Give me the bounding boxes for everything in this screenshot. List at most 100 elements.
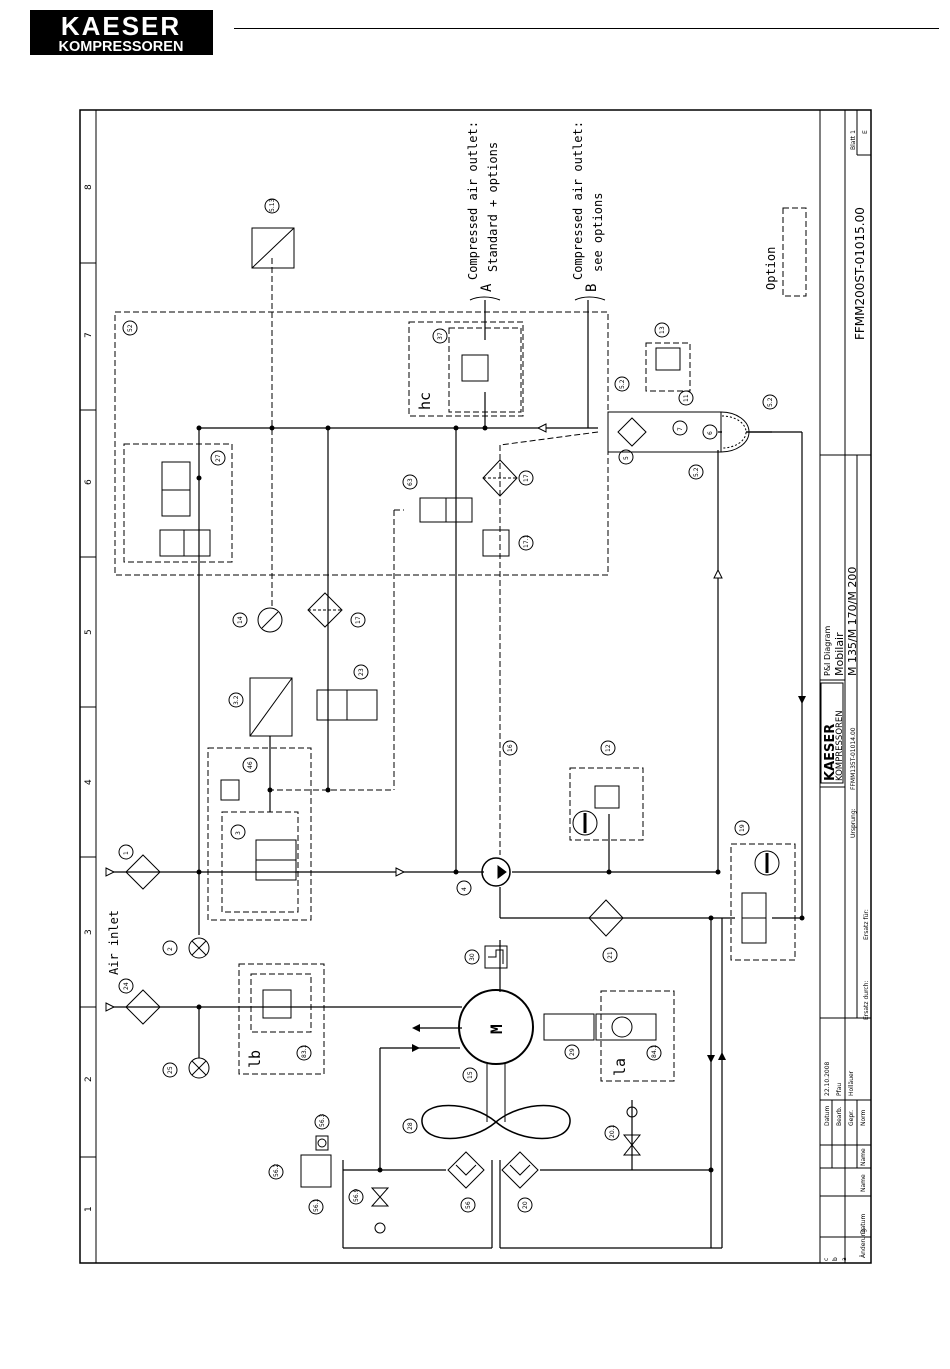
tb-rev-col-2: Datum	[860, 1214, 867, 1234]
motor-15	[458, 989, 534, 1065]
orifice-46	[220, 779, 240, 801]
bubble-6: 6	[702, 424, 718, 440]
svg-text:5: 5	[623, 456, 630, 460]
outlet-b-letter: B	[584, 284, 600, 292]
logo-line2: KOMPRESSOREN	[59, 39, 184, 55]
col-4: 4	[84, 779, 94, 785]
piping	[106, 300, 803, 1249]
tb-models: M 135/M 170/M 200	[846, 567, 859, 676]
cooler-56	[447, 1151, 485, 1189]
bubble-17a: 17	[350, 612, 366, 628]
svg-text:29: 29	[569, 1048, 576, 1056]
svg-text:46: 46	[247, 761, 254, 769]
switch-12	[594, 785, 620, 809]
outlet-b-line1: Compressed air outlet:	[571, 121, 585, 280]
option-box	[782, 207, 807, 297]
bubble-1: 1	[118, 844, 134, 860]
junction-dots	[196, 425, 805, 1173]
svg-text:20.1: 20.1	[609, 1124, 616, 1138]
group-hc-label: hc	[416, 392, 434, 410]
bubble-23: 23	[353, 664, 369, 680]
air-filter-1	[125, 854, 161, 890]
svg-text:19: 19	[739, 824, 746, 832]
bubble-63: 63	[402, 474, 418, 490]
col-6: 6	[84, 479, 94, 485]
svg-text:84.1: 84.1	[651, 1044, 658, 1058]
tb-ursprung-no: FFMM135T-01014.00	[850, 727, 857, 790]
bubble-52: 52	[122, 320, 138, 336]
tb-rev-col-1: Änderung	[860, 1229, 867, 1258]
tb-row-value-3: Holläuer	[848, 1070, 855, 1096]
tb-rev-row-b: b	[832, 1257, 839, 1261]
thermo-19	[754, 850, 780, 876]
filter-17a	[307, 592, 343, 628]
transducer-5-13	[251, 227, 295, 269]
outlet-a-letter: A	[479, 283, 495, 292]
valve-23	[316, 689, 348, 721]
bubble-56-1: 56.1	[308, 1198, 324, 1215]
header-rule	[234, 28, 939, 29]
svg-text:3.2: 3.2	[233, 695, 240, 705]
svg-text:56.1: 56.1	[313, 1198, 320, 1212]
component-bubbles: 1 2 3 3.2 4 5 5.2 5.2 5.2 5.13 6 7 11 12…	[118, 198, 778, 1215]
separator-tank-5	[607, 411, 722, 453]
tb-product: Mobilair	[833, 632, 846, 676]
valve-83-1	[262, 989, 292, 1019]
indicator-25	[188, 1057, 210, 1079]
dashed-groups	[114, 207, 807, 1082]
bubble-28: 28	[402, 1118, 418, 1134]
valve-27a	[161, 461, 191, 491]
svg-text:5.2: 5.2	[767, 397, 774, 407]
bubble-5-2c: 5.2	[762, 394, 778, 410]
bubble-3: 3	[230, 824, 246, 840]
group-13-box	[645, 342, 691, 392]
svg-text:24: 24	[123, 982, 130, 990]
fan-28	[421, 1104, 571, 1140]
bubble-37: 37	[432, 328, 448, 344]
bubble-83-1: 83.1	[296, 1044, 312, 1061]
svg-text:37: 37	[437, 332, 444, 340]
group-46-box	[207, 747, 312, 921]
valve-37	[461, 354, 489, 382]
bubble-29: 29	[564, 1044, 580, 1060]
component-29	[543, 1013, 595, 1041]
switch-13	[655, 347, 681, 371]
group-27-box	[123, 443, 233, 563]
bubble-5-2a: 5.2	[614, 376, 630, 392]
drain-56-2	[300, 1154, 332, 1188]
bubble-15: 15	[462, 1067, 478, 1083]
tb-sheet: Blatt 1	[850, 130, 857, 150]
tb-ersatz-fuer: Ersatz für:	[863, 909, 870, 940]
column-dividers	[80, 262, 96, 1158]
motor-label: M	[487, 1024, 506, 1034]
bubble-27: 27	[210, 450, 226, 466]
bubble-30: 30	[464, 949, 480, 965]
transducer-3-2	[249, 677, 293, 737]
filter-21	[588, 899, 624, 937]
tb-row-value-1: 22.10.2008	[824, 1061, 831, 1096]
bubble-12: 12	[600, 740, 616, 756]
bubble-7: 7	[672, 420, 688, 436]
col-3: 3	[84, 929, 94, 935]
tb-doc-type: P&I Diagram	[823, 625, 832, 676]
bubble-3-2: 3.2	[228, 692, 244, 708]
bubble-46: 46	[242, 757, 258, 773]
bubble-56-2: 56.2	[268, 1163, 284, 1180]
svg-text:12: 12	[605, 744, 612, 752]
bubble-84-1: 84.1	[646, 1044, 662, 1061]
svg-text:2: 2	[167, 947, 174, 951]
svg-text:16: 16	[507, 744, 514, 752]
outlet-b-line2: see options	[591, 193, 605, 272]
group-12-box	[569, 767, 644, 841]
orifice-17-1	[482, 529, 510, 557]
cooler-20	[501, 1151, 539, 1189]
bubble-20: 20	[517, 1197, 533, 1213]
svg-text:17: 17	[355, 616, 362, 624]
bubble-24: 24	[118, 978, 134, 994]
tb-row-value-2: Pfau	[836, 1083, 843, 1096]
svg-text:7: 7	[677, 427, 684, 431]
bubble-11: 11	[678, 390, 694, 406]
svg-text:13: 13	[659, 326, 666, 334]
svg-text:52: 52	[127, 324, 134, 332]
tb-company2: KOMPRESSOREN	[835, 710, 845, 781]
